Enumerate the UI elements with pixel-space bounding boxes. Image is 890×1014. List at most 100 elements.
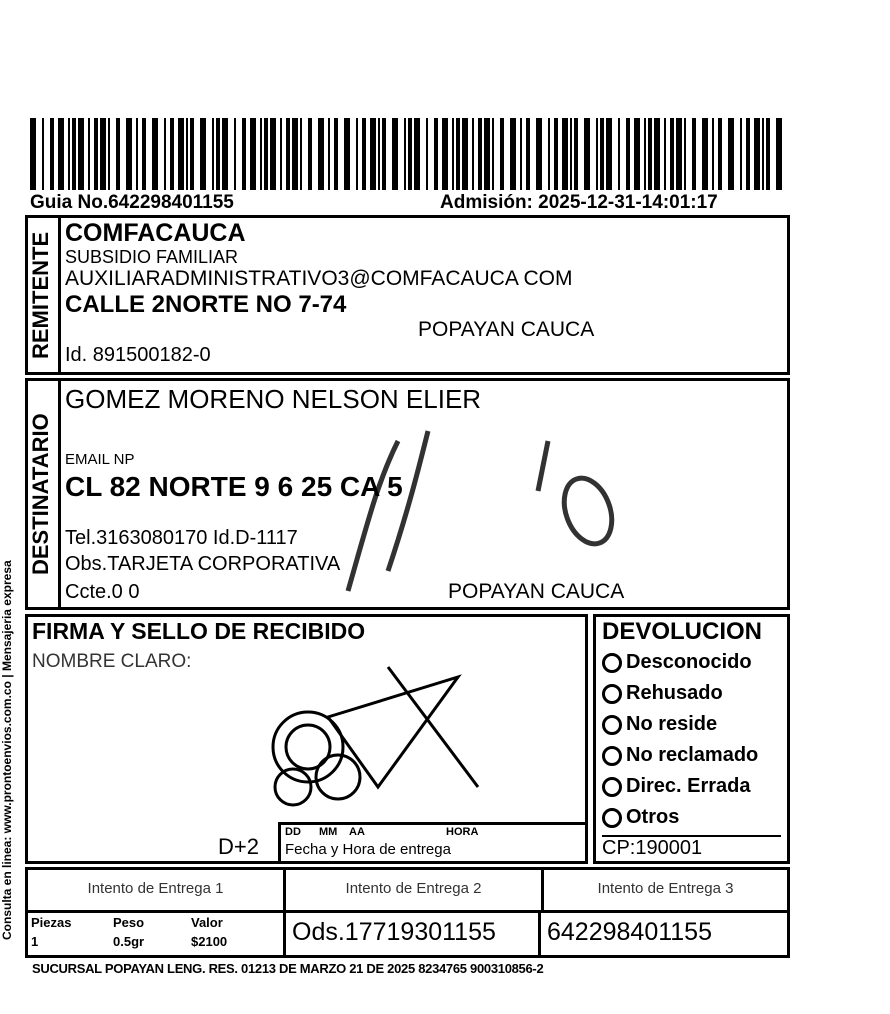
sender-address: CALLE 2NORTE NO 7-74 — [65, 291, 347, 318]
barcode-bar — [548, 118, 550, 190]
recipient-email: EMAIL NP — [65, 451, 135, 468]
barcode-bar — [292, 118, 298, 190]
barcode-bar — [670, 118, 674, 190]
barcode-bar — [234, 118, 236, 190]
seal-stamp — [271, 666, 480, 807]
barcode-bar — [414, 118, 420, 190]
barcode-bar — [712, 118, 714, 190]
barcode-bar — [472, 118, 474, 190]
barcode-bar — [286, 118, 290, 190]
pieces-label: Piezas — [31, 915, 72, 930]
delivery-days: D+2 — [218, 834, 259, 859]
barcode-bar — [72, 118, 76, 190]
barcode-bar — [362, 118, 366, 190]
barcode-bar — [152, 118, 158, 190]
barcode-bar — [740, 118, 742, 190]
barcode-bar — [478, 118, 482, 190]
recipient-name: GOMEZ MORENO NELSON ELIER — [65, 384, 482, 414]
barcode-bar — [50, 118, 54, 190]
barcode-bar — [664, 118, 666, 190]
return-option-no-reside[interactable]: No reside — [602, 709, 781, 740]
barcode-bar — [170, 118, 174, 190]
barcode-bar — [584, 118, 590, 190]
barcode-bar — [164, 118, 166, 190]
radio-circle-icon — [602, 776, 622, 797]
barcode-bar — [434, 118, 438, 190]
barcode-bar — [30, 118, 36, 190]
side-text: Consulta en linea: www.prontoenvios.com.… — [0, 560, 14, 940]
barcode-bar — [684, 118, 686, 190]
weight-label: Peso — [113, 915, 145, 930]
barcode-bar — [510, 118, 516, 190]
barcode-bar — [520, 118, 522, 190]
barcode-bar — [42, 118, 44, 190]
barcode-bar — [676, 118, 682, 190]
barcode-bar — [644, 118, 646, 190]
barcode-bar — [462, 118, 468, 190]
option-label: Otros — [626, 806, 680, 828]
signature-title: FIRMA Y SELLO DE RECIBIDO — [32, 618, 366, 644]
barcode-bar — [562, 118, 568, 190]
value-amount: $2100 — [191, 934, 228, 949]
barcode-bar — [626, 118, 630, 190]
barcode-bar — [186, 118, 188, 190]
barcode-bar — [702, 118, 708, 190]
sender-label: REMITENTE — [28, 218, 61, 372]
barcode-bar — [116, 118, 120, 190]
barcode-bar — [378, 118, 380, 190]
return-option-rehusado[interactable]: Rehusado — [602, 678, 781, 709]
barcode-bar — [606, 118, 612, 190]
barcode-bar — [308, 118, 312, 190]
barcode-bar — [328, 118, 330, 190]
barcode-bar — [136, 118, 138, 190]
barcode-bar — [142, 118, 146, 190]
barcode-bar — [200, 118, 206, 190]
return-section: DEVOLUCION Desconocido Rehusado No resid… — [593, 614, 790, 864]
dd-label: DD — [285, 826, 301, 838]
radio-circle-icon — [602, 683, 622, 704]
delivery-date-field[interactable]: DD MM AA HORA Fecha y Hora de entrega — [278, 822, 588, 864]
attempt-1[interactable]: Intento de Entrega 1 — [28, 870, 286, 910]
barcode-bar — [718, 118, 722, 190]
barcode-bar — [392, 118, 398, 190]
barcode-bar — [318, 118, 324, 190]
barcode — [30, 118, 788, 190]
return-option-desconocido[interactable]: Desconocido — [602, 647, 781, 678]
return-option-no-reclamado[interactable]: No reclamado — [602, 740, 781, 771]
barcode-bar — [356, 118, 358, 190]
barcode-bar — [178, 118, 184, 190]
sender-name: COMFACAUCA — [65, 219, 246, 247]
barcode-bar — [94, 118, 98, 190]
return-option-otros[interactable]: Otros — [602, 802, 781, 833]
barcode-bar — [762, 118, 764, 190]
barcode-bar — [126, 118, 132, 190]
recipient-section: DESTINATARIO GOMEZ MORENO NELSON ELIER E… — [25, 378, 790, 610]
tracking-number: 642298401155 — [547, 918, 712, 946]
clear-name-label: NOMBRE CLARO: — [32, 651, 192, 672]
barcode-bar — [596, 118, 598, 190]
weight-value: 0.5gr — [113, 934, 145, 949]
barcode-bar — [250, 118, 256, 190]
value-label: Valor — [191, 915, 223, 930]
barcode-bar — [222, 118, 228, 190]
return-option-direc-errada[interactable]: Direc. Errada — [602, 771, 781, 802]
sender-id: Id. 891500182-0 — [65, 344, 211, 366]
option-label: No reclamado — [626, 744, 759, 766]
barcode-bar — [728, 118, 734, 190]
barcode-bar — [746, 118, 750, 190]
attempt-3[interactable]: Intento de Entrega 3 — [597, 880, 734, 897]
barcode-bar — [382, 118, 386, 190]
recipient-tel: Tel.3163080170 Id.D-1117 — [65, 527, 298, 549]
barcode-bar — [370, 118, 376, 190]
barcode-bar — [574, 118, 578, 190]
barcode-bar — [692, 118, 696, 190]
barcode-bar — [492, 118, 494, 190]
barcode-bar — [242, 118, 246, 190]
attempt-2[interactable]: Intento de Entrega 2 — [286, 870, 544, 910]
barcode-bar — [526, 118, 530, 190]
barcode-bar — [456, 118, 460, 190]
barcode-bar — [344, 118, 350, 190]
radio-circle-icon — [602, 714, 622, 735]
package-details: Piezas 1 Peso 0.5gr Valor $2100 — [28, 913, 286, 955]
barcode-bar — [554, 118, 558, 190]
